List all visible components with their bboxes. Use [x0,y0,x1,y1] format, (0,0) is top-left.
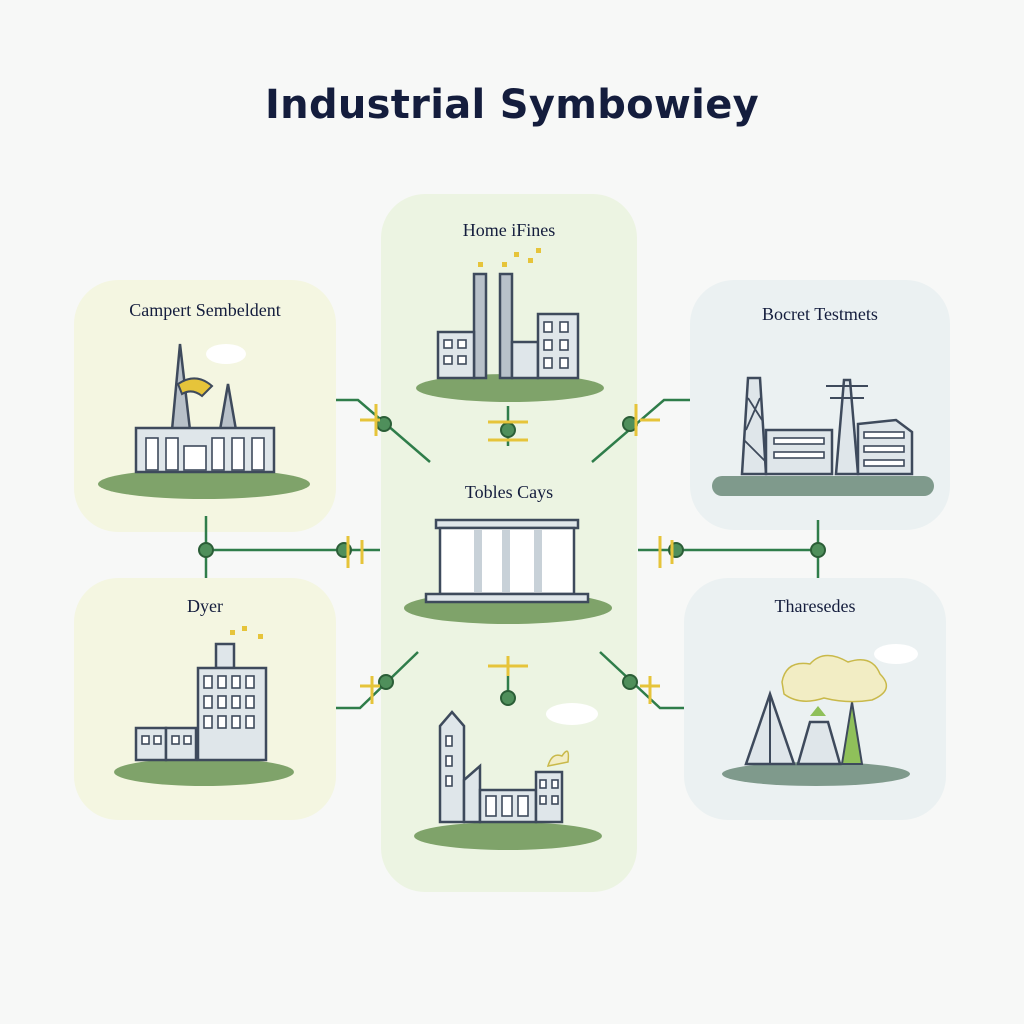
connector-accent-marks [346,404,674,704]
diagram-title: Industrial Symbowiey [264,82,759,128]
office-illustration-bottom-left [114,626,294,786]
connector-right-horizontal [638,520,820,552]
chimney-icon [472,272,488,380]
panel-label-top-left: Campert Sembeldent [129,300,281,320]
factory-illustration-bottom-center [414,703,602,850]
cooling-tower-icon [796,720,842,766]
smoke-icon [546,750,570,767]
connector-node [810,542,826,558]
connector-left-horizontal [204,516,380,552]
connector-top-left [336,398,431,463]
smoke-particles-icon [230,626,263,639]
smoke-particles-icon [478,248,541,267]
connector-node [500,422,516,438]
panel-label-bottom-right: Tharesedes [774,596,856,616]
connector-bottom-right [599,651,684,710]
factory-illustration-top-left [98,343,310,499]
smoke-cloud-icon [781,654,888,703]
chimney-icon [498,272,514,380]
connector-bottom-left [336,651,419,710]
chimney-icon [840,701,864,765]
connector-node [378,674,394,690]
panel-label-center: Tobles Cays [464,482,554,502]
connector-node [500,690,516,706]
panel-label-top-center: Home iFines [462,220,556,240]
connector-top-right [591,398,690,463]
recycle-arrow-icon [176,377,214,398]
transmission-tower-icon [834,378,860,476]
panel-label-bottom-left: Dyer [187,596,223,616]
factory-illustration-top-center [416,248,604,402]
connector-network [198,398,826,710]
cloud-icon [206,344,246,364]
connector-node [622,674,638,690]
skyscraper-icon [438,710,466,824]
pavilion-illustration-center [404,518,612,624]
power-plant-illustration-top-right [712,376,934,496]
panel-label-top-right: Bocret Testmets [762,304,878,324]
tower-icon [218,383,238,432]
green-plant-illustration-bottom-right [722,644,918,786]
cloud-icon [546,703,598,725]
lattice-tower-icon [740,376,768,476]
cloud-icon [874,644,918,664]
connector-node [198,542,214,558]
